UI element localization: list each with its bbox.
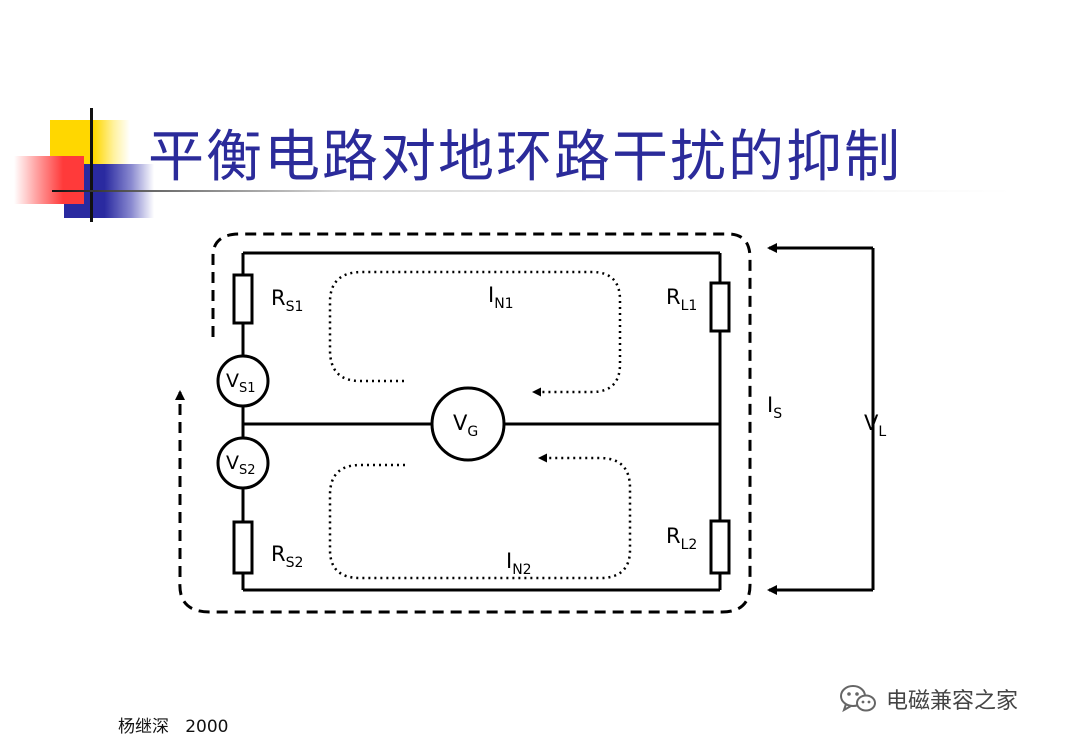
label-rl2: RL2 xyxy=(666,524,697,553)
label-is: IS xyxy=(767,393,782,422)
footer-year: 2000 xyxy=(185,717,229,737)
resistor-rl1 xyxy=(709,281,731,333)
watermark-text: 电磁兼容之家 xyxy=(886,689,1019,714)
deco-horizontal-line xyxy=(52,190,1012,192)
resistor-rs1 xyxy=(232,273,254,325)
label-rl1: RL1 xyxy=(666,285,697,314)
label-vs2: VS2 xyxy=(226,452,256,478)
circuit-wires xyxy=(241,251,722,592)
slide-title: 平衡电路对地环路干扰的抑制 xyxy=(148,125,902,190)
resistor-rl2 xyxy=(709,519,731,575)
deco-vertical-line xyxy=(90,108,93,222)
source-vs1 xyxy=(216,354,270,408)
wechat-icon xyxy=(840,685,876,713)
source-vs2 xyxy=(216,436,270,490)
circuit-components xyxy=(216,273,731,575)
label-rs1: RS1 xyxy=(271,286,303,315)
label-in2: IN2 xyxy=(506,549,532,578)
footer-author-name: 杨继深 xyxy=(118,717,169,737)
label-rs2: RS2 xyxy=(271,542,303,571)
label-vl: VL xyxy=(864,411,886,440)
watermark: 电磁兼容之家 xyxy=(838,682,1018,716)
vl-bracket xyxy=(767,243,875,595)
deco-red-square xyxy=(14,156,84,204)
label-vs1: VS1 xyxy=(226,370,256,396)
dotted-noise-loop-in2 xyxy=(328,453,632,580)
dotted-noise-loop-in1 xyxy=(328,270,622,397)
label-vg: VG xyxy=(453,411,478,440)
source-vg xyxy=(430,386,506,462)
label-in1: IN1 xyxy=(488,283,514,312)
footer-author: 杨继深 2000 xyxy=(118,712,228,737)
resistor-rs2 xyxy=(232,520,254,575)
